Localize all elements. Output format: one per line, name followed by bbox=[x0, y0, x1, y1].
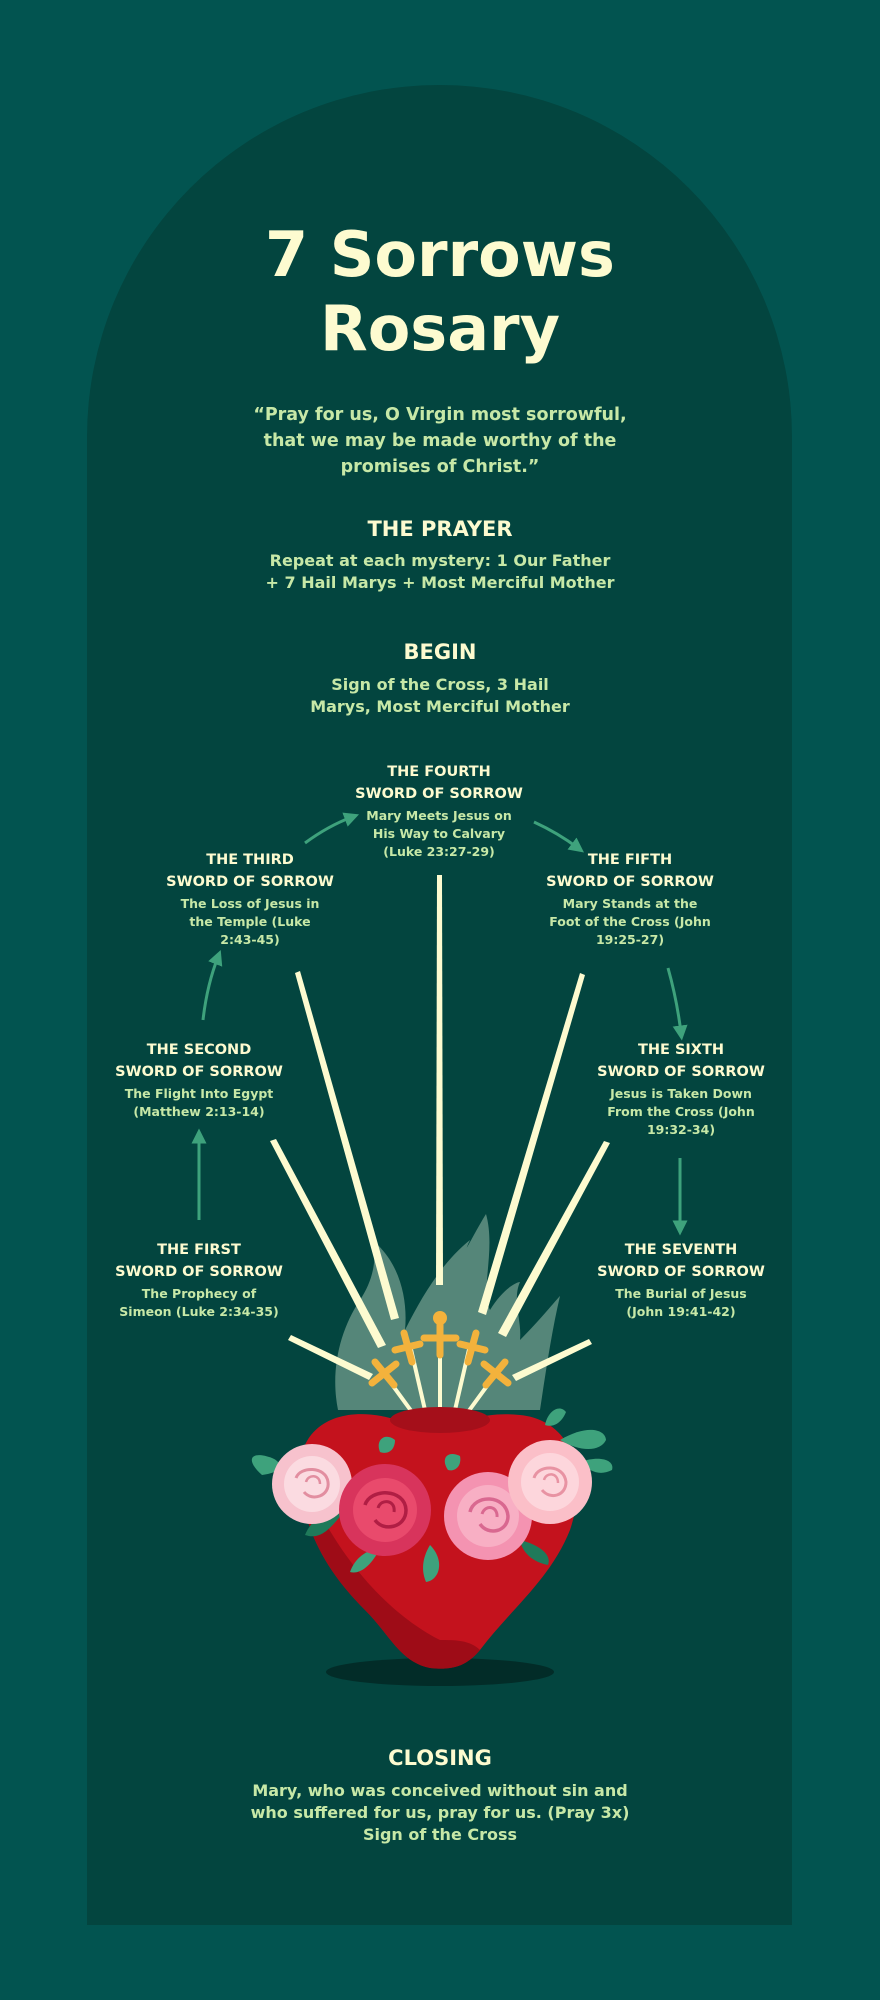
arrow-4-to-5 bbox=[533, 820, 585, 853]
page-title: 7 Sorrows Rosary bbox=[265, 218, 615, 365]
sword-rays bbox=[270, 875, 610, 1381]
rose-center-left bbox=[339, 1464, 431, 1556]
begin-heading: BEGIN bbox=[403, 640, 477, 664]
prayer-heading: THE PRAYER bbox=[367, 517, 513, 541]
rose-right bbox=[508, 1440, 592, 1524]
closing-heading: CLOSING bbox=[388, 1746, 492, 1770]
heart-top bbox=[390, 1407, 490, 1433]
arrow-2-to-3 bbox=[201, 950, 223, 1021]
gold-swords bbox=[368, 1311, 512, 1414]
roses bbox=[272, 1440, 592, 1560]
flame bbox=[335, 1214, 560, 1410]
closing-text: Mary, who was conceived without sin and … bbox=[250, 1781, 630, 1844]
arrow-5-to-6 bbox=[666, 967, 688, 1041]
rose-left bbox=[272, 1444, 352, 1524]
opening-quote: “Pray for us, O Virgin most sorrowful, t… bbox=[253, 405, 627, 477]
heart-shadow bbox=[326, 1658, 554, 1686]
begin-text: Sign of the Cross, 3 Hail Marys, Most Me… bbox=[310, 675, 570, 716]
arrow-3-to-4 bbox=[304, 812, 360, 845]
prayer-text: Repeat at each mystery: 1 Our Father + 7… bbox=[265, 551, 615, 592]
